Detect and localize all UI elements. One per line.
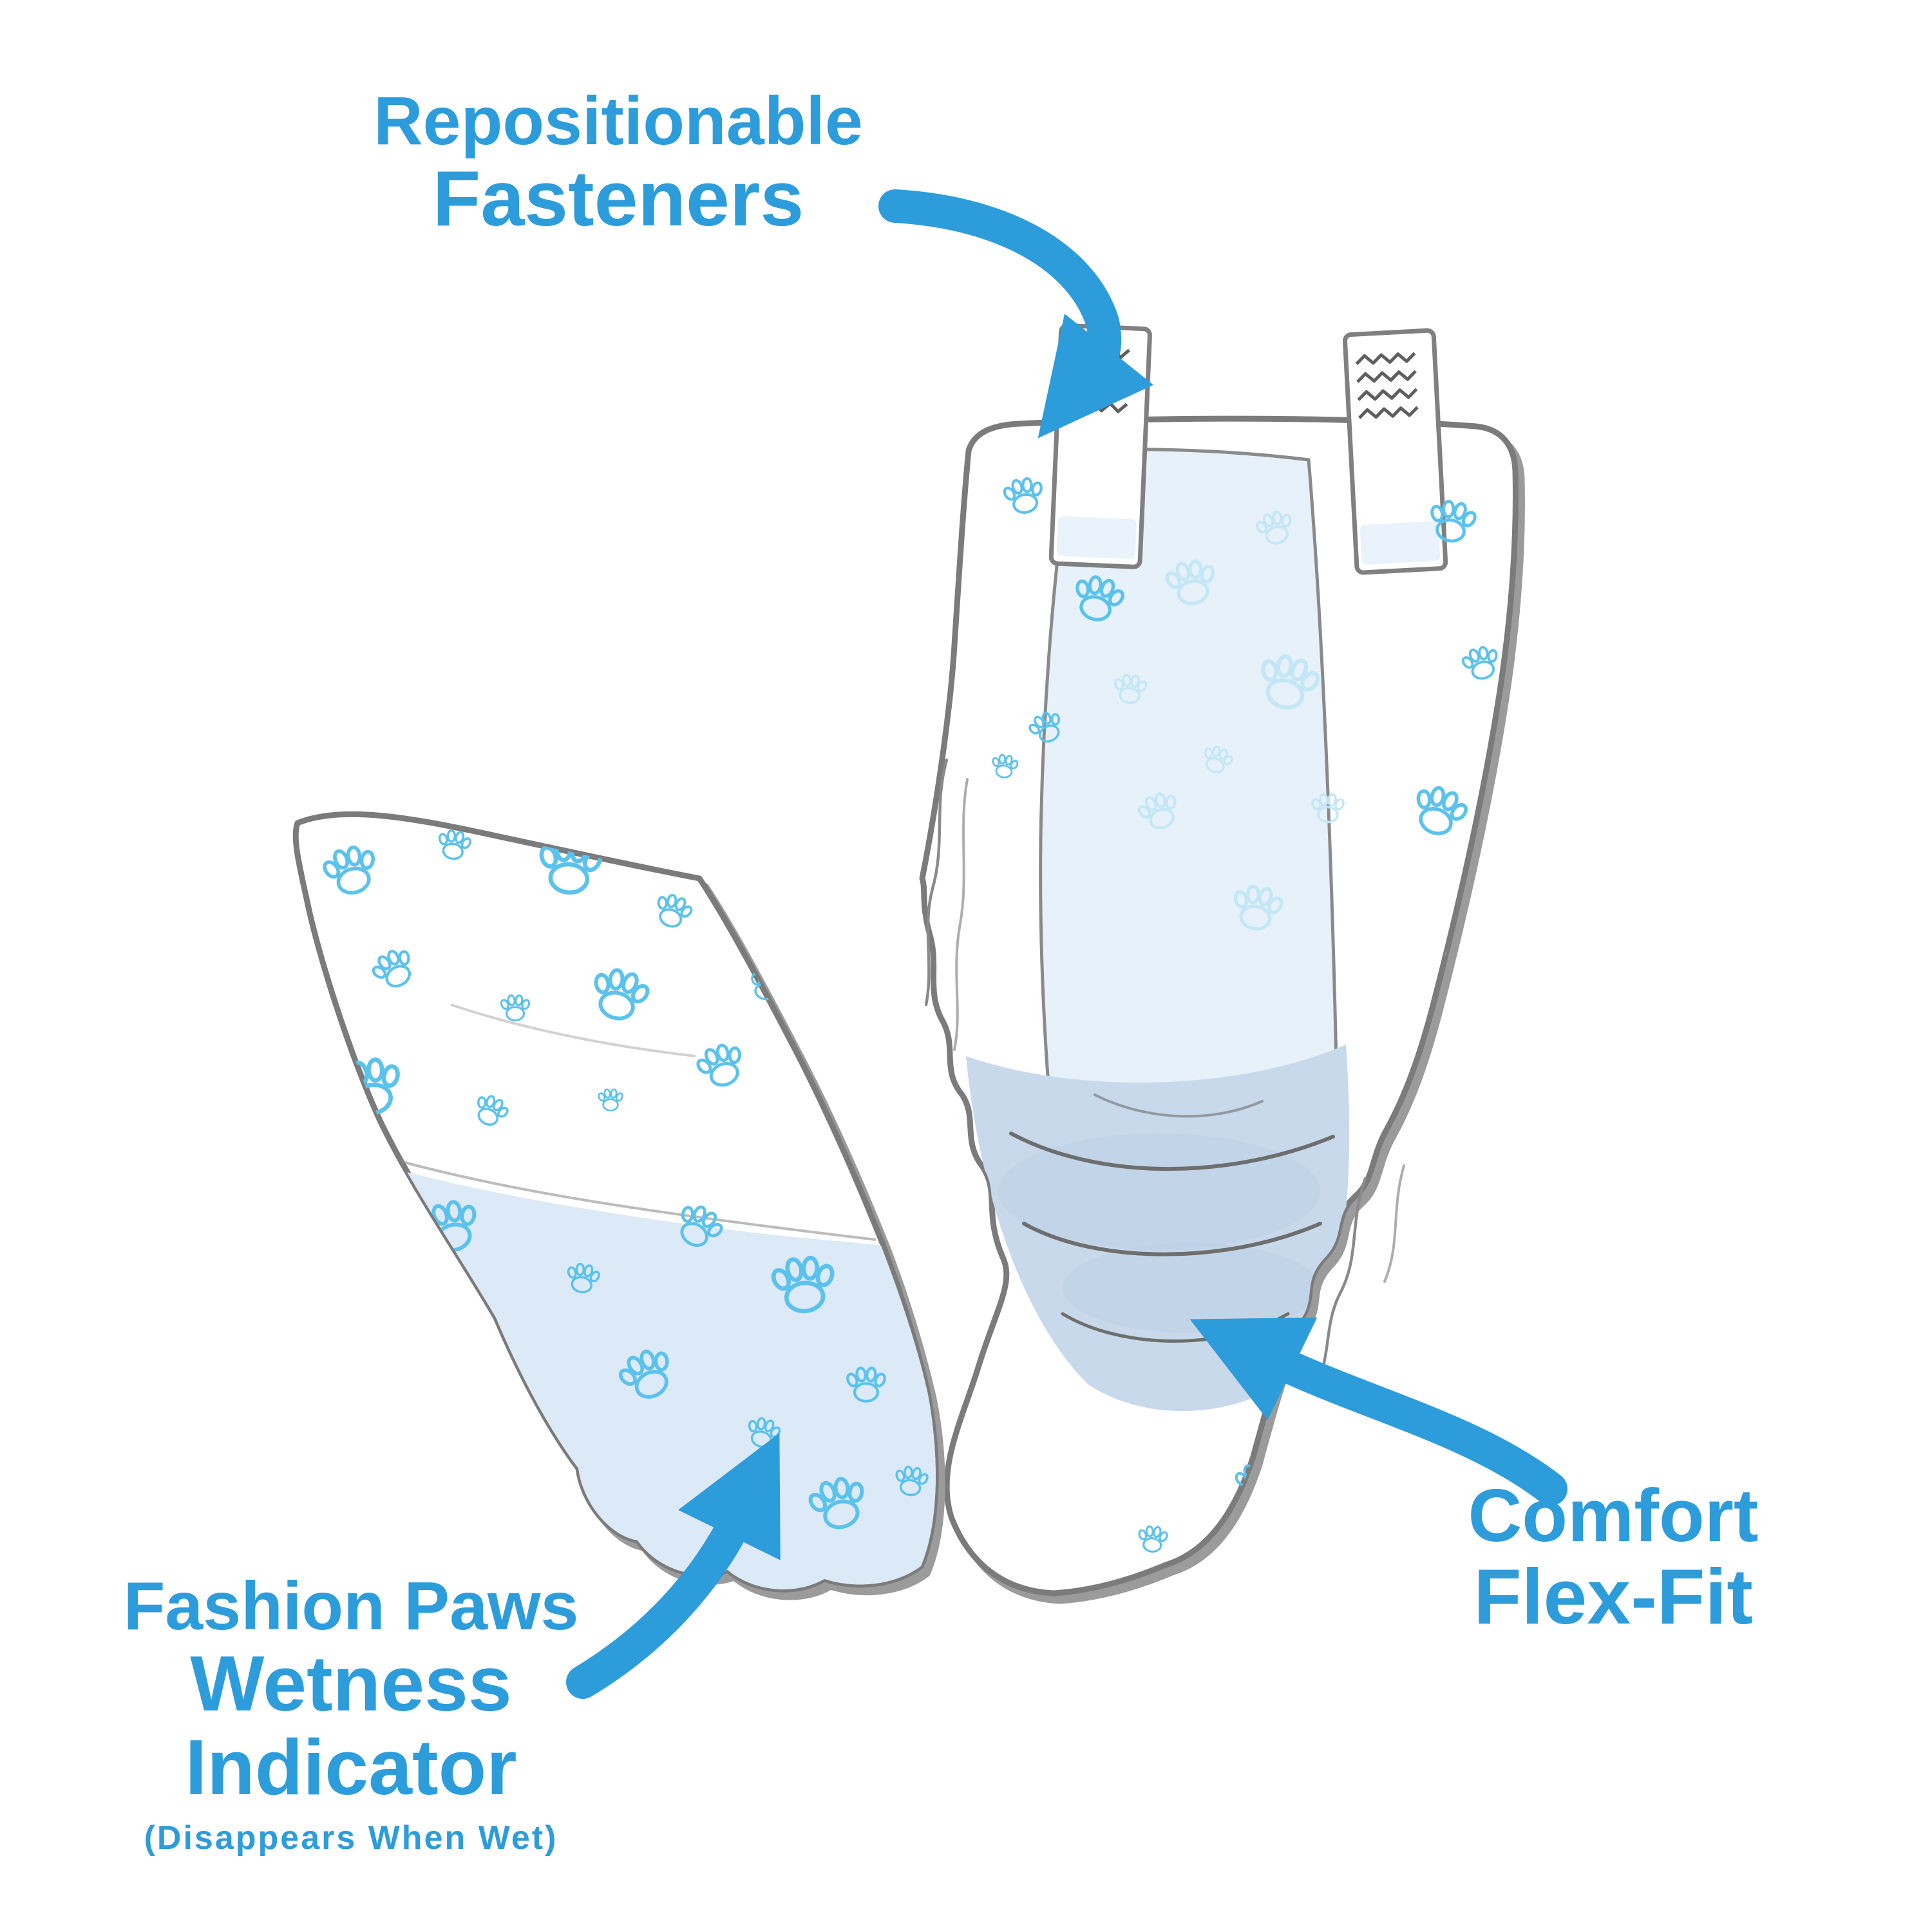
leg-gather-ruffles — [924, 758, 1405, 1393]
fasteners-arrow — [878, 189, 1154, 439]
hook-texture — [1355, 352, 1419, 419]
wet-shading — [1063, 1243, 1320, 1333]
callout-fasteners: Repositionable Fasteners — [277, 85, 960, 241]
callout-arrows — [566, 189, 1567, 1699]
front-crease — [370, 1151, 876, 1241]
flex-fit-label-line1: Comfort — [1468, 1473, 1759, 1557]
callout-wetness-indicator: Fashion Paws Wetness Indicator (Disappea… — [68, 1570, 634, 1856]
front-crease — [450, 1003, 696, 1057]
callout-flex-fit: Comfort Flex-Fit — [1323, 1476, 1903, 1638]
back-panel — [919, 415, 1519, 1596]
front-panel — [292, 811, 939, 1593]
wetness-label-note: (Disappears When Wet) — [144, 1819, 558, 1857]
flex-fit-arrow — [1189, 1317, 1567, 1506]
wetness-indicator-arrow — [566, 1433, 781, 1699]
fasteners-label-line2: Fasteners — [432, 155, 804, 243]
fastener-tab-right — [1343, 328, 1448, 575]
wetness-label-line2: Wetness — [190, 1640, 512, 1728]
flex-fit-label-line2: Flex-Fit — [1473, 1552, 1753, 1640]
fasteners-label-line1: Repositionable — [374, 83, 863, 159]
wetness-label-line3: Indicator — [185, 1723, 517, 1811]
wetness-label-line1: Fashion Paws — [123, 1568, 579, 1644]
